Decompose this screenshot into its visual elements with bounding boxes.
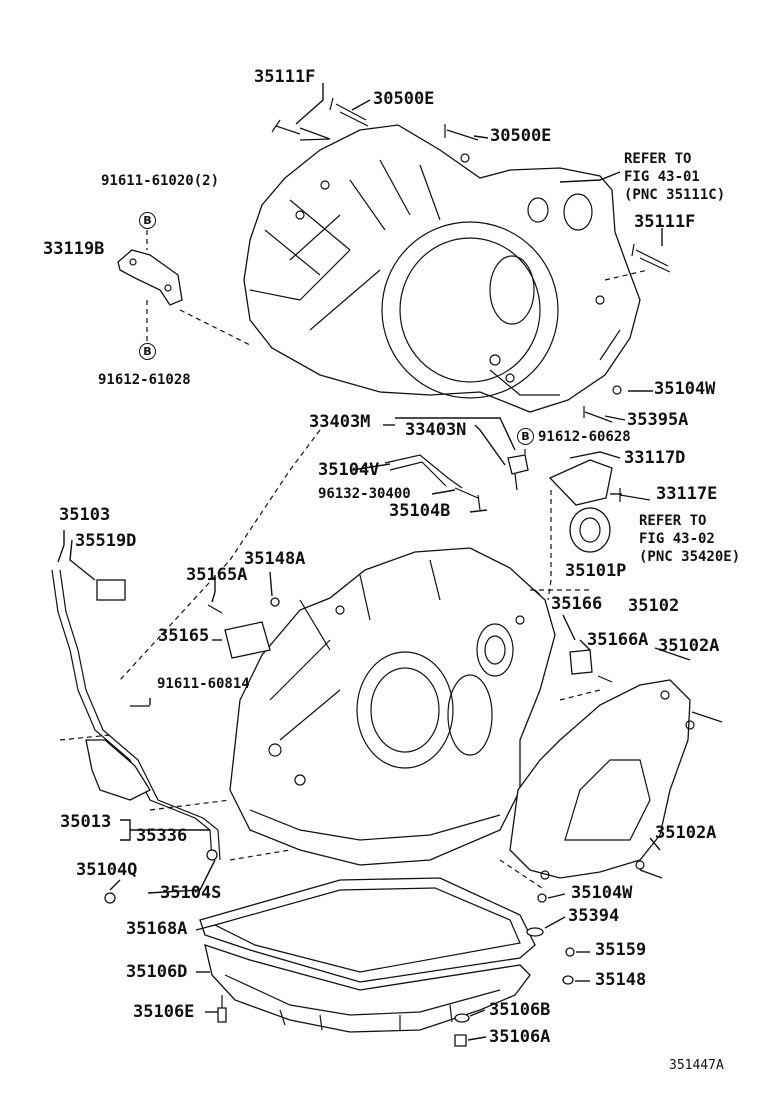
figure-code: 351447A bbox=[669, 1058, 724, 1073]
part-label-35106D[interactable]: 35106D bbox=[126, 962, 188, 982]
part-label-35111F-top[interactable]: 35111F bbox=[254, 67, 316, 87]
governor-parts[interactable] bbox=[548, 459, 651, 553]
part-label-35165[interactable]: 35165 bbox=[158, 626, 210, 646]
part-label-35101P[interactable]: 35101P bbox=[565, 561, 627, 581]
part-label-33403M[interactable]: 33403M bbox=[309, 412, 371, 432]
part-label-33117E[interactable]: 33117E bbox=[656, 484, 718, 504]
oil-pan[interactable] bbox=[204, 944, 531, 1033]
part-label-30500E-1[interactable]: 30500E bbox=[373, 89, 435, 109]
part-label-35148A[interactable]: 35148A bbox=[244, 549, 306, 569]
marker-b-1: B bbox=[139, 212, 156, 229]
bolts-upper[interactable] bbox=[271, 97, 671, 423]
refer-note-1-line-3[interactable]: (PNC 35111C) bbox=[624, 187, 726, 203]
part-label-30500E-2[interactable]: 30500E bbox=[490, 126, 552, 146]
plates-and-seals[interactable] bbox=[130, 597, 723, 879]
part-label-35394[interactable]: 35394 bbox=[568, 906, 620, 926]
part-label-33119B[interactable]: 33119B bbox=[43, 239, 105, 259]
part-label-96132-30400[interactable]: 96132-30400 bbox=[318, 486, 411, 502]
part-label-35111F-right[interactable]: 35111F bbox=[634, 212, 696, 232]
transaxle-housing[interactable] bbox=[243, 124, 641, 413]
part-label-91611-60814[interactable]: 91611-60814 bbox=[157, 676, 250, 692]
part-label-35102[interactable]: 35102 bbox=[628, 596, 680, 616]
rear-cover[interactable] bbox=[509, 679, 695, 880]
oil-level-gauge[interactable] bbox=[51, 569, 221, 861]
part-label-91612-61028[interactable]: 91612-61028 bbox=[98, 372, 191, 388]
part-label-33117D[interactable]: 33117D bbox=[624, 448, 686, 468]
part-label-35104S[interactable]: 35104S bbox=[160, 883, 222, 903]
part-label-35104V[interactable]: 35104V bbox=[318, 460, 380, 480]
part-label-35013[interactable]: 35013 bbox=[60, 812, 112, 832]
part-label-35102A-2[interactable]: 35102A bbox=[655, 823, 717, 843]
part-label-35519D[interactable]: 35519D bbox=[75, 531, 137, 551]
part-label-35102A-1[interactable]: 35102A bbox=[658, 636, 720, 656]
part-label-91611-61020[interactable]: 91611-61020(2) bbox=[101, 173, 220, 189]
oil-pan-gasket[interactable] bbox=[199, 877, 536, 983]
part-label-35166[interactable]: 35166 bbox=[551, 594, 603, 614]
part-label-33403N[interactable]: 33403N bbox=[405, 420, 467, 440]
part-label-91612-60628[interactable]: 91612-60628 bbox=[538, 429, 631, 445]
part-label-35166A[interactable]: 35166A bbox=[587, 630, 649, 650]
hoses-and-pipes[interactable] bbox=[384, 454, 529, 511]
part-label-35106E[interactable]: 35106E bbox=[133, 1002, 195, 1022]
part-label-35104B[interactable]: 35104B bbox=[389, 501, 451, 521]
marker-b-3: B bbox=[517, 428, 534, 445]
transaxle-case[interactable] bbox=[229, 547, 556, 866]
part-label-35148[interactable]: 35148 bbox=[595, 970, 647, 990]
refer-note-2-line-3[interactable]: (PNC 35420E) bbox=[639, 549, 741, 565]
part-label-35336[interactable]: 35336 bbox=[136, 826, 188, 846]
part-label-35106A[interactable]: 35106A bbox=[489, 1027, 551, 1047]
small-plugs-and-washers[interactable] bbox=[104, 849, 575, 1047]
dashed-reference-lines bbox=[59, 230, 649, 891]
refer-note-1-line-2[interactable]: FIG 43-01 bbox=[624, 169, 700, 185]
refer-note-2-line-2[interactable]: FIG 43-02 bbox=[639, 531, 715, 547]
part-label-35103[interactable]: 35103 bbox=[59, 505, 111, 525]
part-label-35106B[interactable]: 35106B bbox=[489, 1000, 551, 1020]
part-label-35395A[interactable]: 35395A bbox=[627, 410, 689, 430]
part-label-35104Q[interactable]: 35104Q bbox=[76, 860, 138, 880]
part-label-35104W-top[interactable]: 35104W bbox=[654, 379, 716, 399]
part-label-35165A[interactable]: 35165A bbox=[186, 565, 248, 585]
leader-lines bbox=[57, 83, 691, 1041]
refer-note-1-line-1: REFER TO bbox=[624, 151, 692, 167]
part-label-35168A[interactable]: 35168A bbox=[126, 919, 188, 939]
bracket-33119B[interactable] bbox=[117, 249, 183, 306]
refer-note-2-line-1: REFER TO bbox=[639, 513, 707, 529]
marker-b-2: B bbox=[139, 343, 156, 360]
part-label-35159[interactable]: 35159 bbox=[595, 940, 647, 960]
part-label-35104W-bottom[interactable]: 35104W bbox=[571, 883, 633, 903]
